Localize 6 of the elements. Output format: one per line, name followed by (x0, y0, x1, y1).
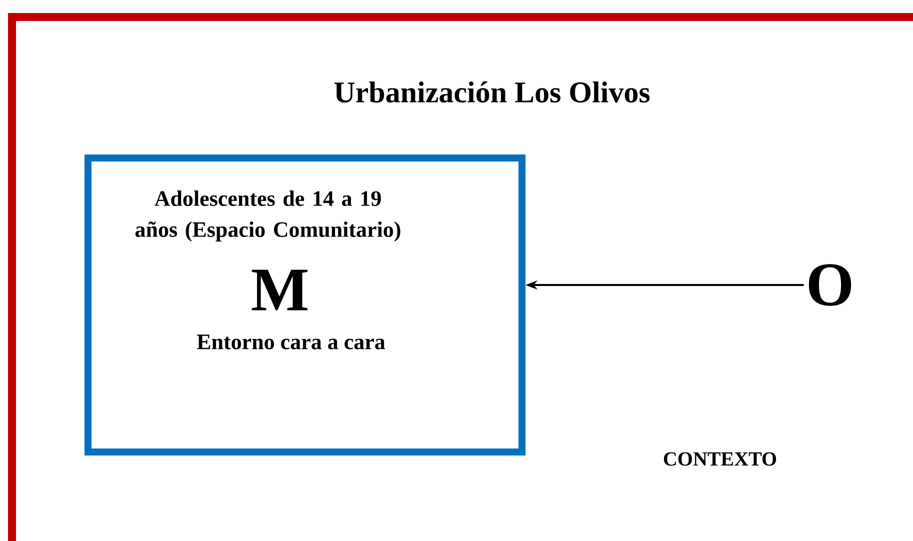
node-letter: O (808, 264, 852, 306)
box-heading: Adolescentes de 14 a 19 años (Espacio Comunitario) (135, 190, 400, 242)
title: Urbanización Los Olivos (334, 81, 650, 103)
box-letter: M (252, 270, 308, 310)
label: CONTEXTO (664, 452, 776, 466)
box-text: Entorno cara a cara (196, 334, 386, 350)
